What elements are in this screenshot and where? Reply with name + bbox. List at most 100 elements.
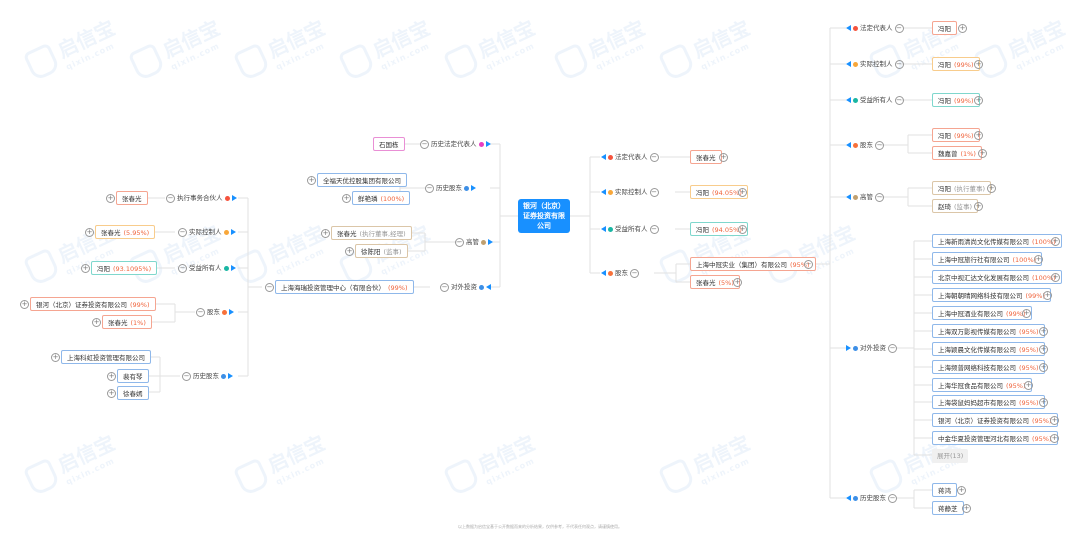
expand-icon[interactable]: +	[1024, 381, 1033, 390]
right-shareholder-node[interactable]: 张春光(5%)	[690, 275, 740, 289]
left-history-sh-node[interactable]: 全福天优控股集团有限公司	[317, 173, 407, 187]
expand-icon[interactable]: +	[345, 247, 354, 256]
expand-icon[interactable]: +	[958, 24, 967, 33]
expand-icon[interactable]: +	[974, 60, 983, 69]
expand-arrow-icon[interactable]	[228, 373, 233, 379]
collapse-icon[interactable]: −	[894, 95, 904, 105]
far-left-history-sh-node[interactable]: 裴有琴	[117, 369, 149, 383]
investment-node[interactable]: 北京中视汇达文化发展有限公司(100%)	[932, 270, 1062, 284]
collapse-arrow-icon[interactable]	[846, 25, 851, 31]
far-right-executives-label[interactable]: 高管−	[846, 192, 884, 202]
far-left-controller-node[interactable]: 张春光(5.95%)	[95, 225, 156, 239]
right-shareholder-node[interactable]: 上海中冠实业（集团）有限公司(95%)	[690, 257, 816, 271]
expand-icon[interactable]: +	[85, 228, 94, 237]
investment-node[interactable]: 上海袋鼠妈妈超市有限公司(95%)	[932, 395, 1045, 409]
expand-icon[interactable]: +	[1050, 416, 1059, 425]
expand-icon[interactable]: +	[1043, 291, 1052, 300]
investment-node[interactable]: 上海新雨清尚文化传媒有限公司(100%)	[932, 234, 1062, 248]
right-legal-rep-node[interactable]: 张春光	[690, 150, 722, 164]
expand-more-button[interactable]: 展开(13)	[932, 449, 969, 463]
collapse-arrow-icon[interactable]	[601, 270, 606, 276]
far-left-shareholder-node[interactable]: 张春光(1%)	[102, 315, 152, 329]
expand-icon[interactable]: +	[92, 318, 101, 327]
far-right-history-sh-node[interactable]: 蒋鸿	[932, 483, 957, 497]
far-left-beneficiary-label[interactable]: −受益所有人	[178, 263, 236, 273]
right-controller-node[interactable]: 冯阳(94.05%)	[690, 185, 748, 199]
collapse-arrow-icon[interactable]	[601, 226, 606, 232]
collapse-icon[interactable]: −	[894, 23, 904, 33]
far-right-shareholders-label[interactable]: 股东−	[846, 140, 884, 150]
far-right-beneficiary-node[interactable]: 冯阳(99%)	[932, 93, 980, 107]
collapse-icon[interactable]: −	[182, 371, 191, 381]
investment-node[interactable]: 银河（北京）证券投资有限公司(95%)	[932, 413, 1058, 427]
expand-icon[interactable]: +	[1039, 398, 1048, 407]
expand-icon[interactable]: +	[1034, 255, 1043, 264]
expand-arrow-icon[interactable]	[846, 345, 851, 351]
expand-icon[interactable]: +	[20, 300, 29, 309]
right-beneficiary-label[interactable]: 受益所有人−	[601, 224, 659, 234]
collapse-icon[interactable]: −	[888, 493, 897, 503]
collapse-icon[interactable]: −	[440, 282, 449, 292]
expand-icon[interactable]: +	[738, 225, 747, 234]
expand-icon[interactable]: +	[719, 153, 728, 162]
investment-node[interactable]: 上海频普网络科技有限公司(95%)	[932, 360, 1045, 374]
expand-icon[interactable]: +	[1039, 327, 1048, 336]
far-right-legal-rep-label[interactable]: 法定代表人−	[846, 23, 904, 33]
far-left-beneficiary-node[interactable]: 冯阳(93.1095%)	[91, 261, 158, 275]
collapse-icon[interactable]: −	[166, 193, 175, 203]
collapse-arrow-icon[interactable]	[601, 154, 606, 160]
far-right-executive-node[interactable]: 冯阳(执行董事)	[932, 181, 992, 195]
expand-icon[interactable]: +	[738, 188, 747, 197]
far-left-shareholders-label[interactable]: −股东	[196, 307, 234, 317]
expand-icon[interactable]: +	[974, 131, 983, 140]
expand-icon[interactable]: +	[107, 372, 116, 381]
expand-icon[interactable]: +	[51, 353, 60, 362]
collapse-arrow-icon[interactable]	[846, 194, 851, 200]
collapse-arrow-icon[interactable]	[846, 61, 851, 67]
far-right-shareholder-node[interactable]: 冯阳(99%)	[932, 128, 980, 142]
expand-icon[interactable]: +	[106, 194, 115, 203]
left-history-sh-node[interactable]: 鲜艳璘(100%)	[352, 191, 411, 205]
left-executive-node[interactable]: 张春光(执行董事,经理)	[331, 226, 412, 240]
left-investment-node[interactable]: 上海海瑞投资管理中心（有限合伙）(99%)	[275, 280, 414, 294]
right-legal-rep-label[interactable]: 法定代表人−	[601, 152, 659, 162]
far-right-history-sh-node[interactable]: 蒋静芝	[932, 501, 964, 515]
expand-icon[interactable]: +	[321, 229, 330, 238]
expand-icon[interactable]: +	[1050, 434, 1059, 443]
far-right-legal-rep-node[interactable]: 冯阳	[932, 21, 957, 35]
collapse-arrow-icon[interactable]	[486, 284, 491, 290]
expand-icon[interactable]: +	[978, 149, 987, 158]
expand-icon[interactable]: +	[342, 194, 351, 203]
investment-node[interactable]: 上海朝朝晴网络科技有限公司(99%)	[932, 288, 1052, 302]
expand-icon[interactable]: +	[733, 278, 742, 287]
collapse-arrow-icon[interactable]	[846, 97, 851, 103]
collapse-icon[interactable]: −	[196, 307, 205, 317]
far-left-shareholder-node[interactable]: 银河（北京）证券投资有限公司(99%)	[30, 297, 156, 311]
far-right-controller-node[interactable]: 冯阳(99%)	[932, 57, 980, 71]
collapse-arrow-icon[interactable]	[846, 495, 851, 501]
expand-icon[interactable]: +	[974, 96, 983, 105]
investment-node[interactable]: 上海颖晨文化传媒有限公司(95%)	[932, 342, 1045, 356]
left-executive-node[interactable]: 徐陈阳(监事)	[355, 244, 408, 258]
left-executives-label[interactable]: −高管	[455, 237, 493, 247]
collapse-arrow-icon[interactable]	[601, 189, 606, 195]
right-shareholders-label[interactable]: 股东−	[601, 268, 639, 278]
collapse-icon[interactable]: −	[894, 59, 904, 69]
far-right-investments-label[interactable]: 对外投资−	[846, 343, 897, 353]
collapse-icon[interactable]: −	[649, 152, 659, 162]
expand-arrow-icon[interactable]	[229, 309, 234, 315]
expand-icon[interactable]: +	[307, 176, 316, 185]
far-left-history-sh-node[interactable]: 上海科虹投资管理有限公司	[61, 350, 151, 364]
expand-icon[interactable]: +	[81, 264, 90, 273]
expand-arrow-icon[interactable]	[230, 229, 236, 235]
expand-icon[interactable]: +	[1022, 309, 1031, 318]
investment-node[interactable]: 中金华夏投资管理河北有限公司(95%)	[932, 431, 1058, 445]
right-beneficiary-node[interactable]: 冯阳(94.05%)	[690, 222, 748, 236]
expand-arrow-icon[interactable]	[231, 195, 237, 201]
collapse-icon[interactable]: −	[875, 192, 884, 202]
expand-icon[interactable]: +	[1039, 363, 1048, 372]
far-left-controller-label[interactable]: −实际控制人	[178, 227, 236, 237]
collapse-icon[interactable]: −	[265, 283, 274, 292]
collapse-icon[interactable]: −	[875, 140, 884, 150]
far-right-shareholder-node[interactable]: 魏嘉曾(1%)	[932, 146, 982, 160]
